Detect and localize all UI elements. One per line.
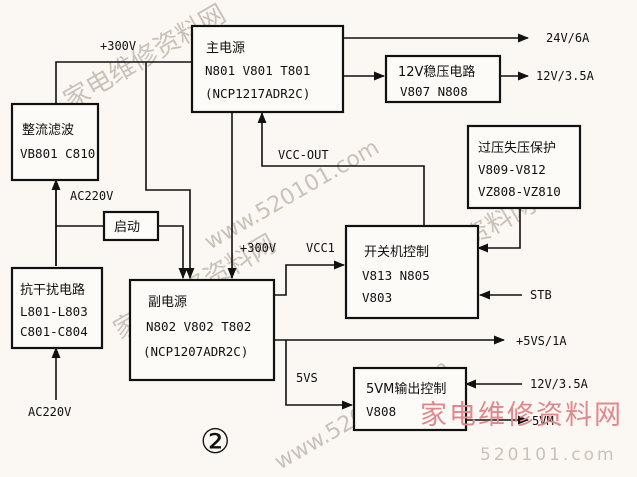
regulator-12v-block: 12V稳压电路 V807 N808 [384, 54, 502, 104]
connection-lines [51, 33, 530, 425]
label-12v-output: 12V/3.5A [536, 69, 595, 83]
label-5vm-output: 5VM [532, 414, 554, 428]
aux-power-supply-block: 副电源 N802 V802 T802 (NCP1207ADR2C) [128, 278, 276, 382]
block-components: V808 [366, 404, 396, 419]
main-power-supply-block: 主电源 N801 V801 T801 (NCP1217ADR2C) [190, 24, 345, 114]
label-300v-top: +300V [100, 39, 136, 53]
label-ac220v-bottom: AC220V [28, 405, 71, 419]
label-300v-mid: +300V [240, 241, 276, 255]
rectifier-filter-block: 整流滤波 VB801 C810 [10, 102, 100, 182]
block-title: 过压失压保护 [478, 141, 556, 156]
block-components: V813 N805 [362, 268, 430, 283]
block-components: V809-V812 [478, 162, 546, 177]
block-title: 5VM输出控制 [366, 381, 446, 397]
block-components: L801-L803 [20, 304, 88, 319]
site-logo-watermark: 家电维修资料网 520101.com [420, 400, 623, 465]
block-components: N802 V802 T802 [146, 319, 251, 334]
vm5-output-control-block: 5VM输出控制 V808 [352, 366, 468, 432]
logo-url: 520101.com [480, 445, 617, 465]
figure-number: ② [200, 422, 230, 462]
block-title: 启动 [114, 220, 140, 235]
label-stb: STB [530, 288, 552, 302]
block-title: 副电源 [148, 295, 187, 310]
block-components: V807 N808 [400, 84, 468, 99]
label-12v-input: 12V/3.5A [530, 377, 589, 391]
label-vcc1: VCC1 [306, 241, 335, 255]
block-title: 抗干扰电路 [20, 282, 85, 298]
startup-block: 启动 [102, 210, 160, 242]
block-components: N801 V801 T801 [205, 63, 310, 78]
label-vcc-out: VCC-OUT [278, 148, 329, 162]
block-ic: (NCP1207ADR2C) [143, 344, 248, 359]
block-title: 整流滤波 [22, 123, 74, 138]
label-5vs-output: +5VS/1A [516, 334, 567, 348]
block-components: VB801 C810 [20, 146, 95, 161]
block-title: 开关机控制 [364, 245, 429, 260]
label-5vs: 5VS [296, 371, 318, 385]
logo-text: 家电维修资料网 [420, 400, 623, 431]
block-components-2: VZ808-VZ810 [478, 184, 561, 199]
block-ic: (NCP1217ADR2C) [205, 86, 310, 101]
block-title: 主电源 [206, 41, 245, 56]
emi-filter-block: 抗干扰电路 L801-L803 C801-C804 [10, 266, 104, 350]
block-title: 12V稳压电路 [398, 64, 475, 80]
label-24v-output: 24V/6A [546, 31, 590, 45]
label-ac220v-mid: AC220V [70, 189, 113, 203]
block-components-2: V803 [362, 290, 392, 305]
overvoltage-protection-block: 过压失压保护 V809-V812 VZ808-VZ810 [466, 124, 582, 210]
power-switch-control-block: 开关机控制 V813 N805 V803 [344, 224, 480, 320]
block-components-2: C801-C804 [20, 324, 88, 339]
signal-labels: +300V +300V 24V/6A 12V/3.5A VCC-OUT AC22… [28, 31, 595, 428]
